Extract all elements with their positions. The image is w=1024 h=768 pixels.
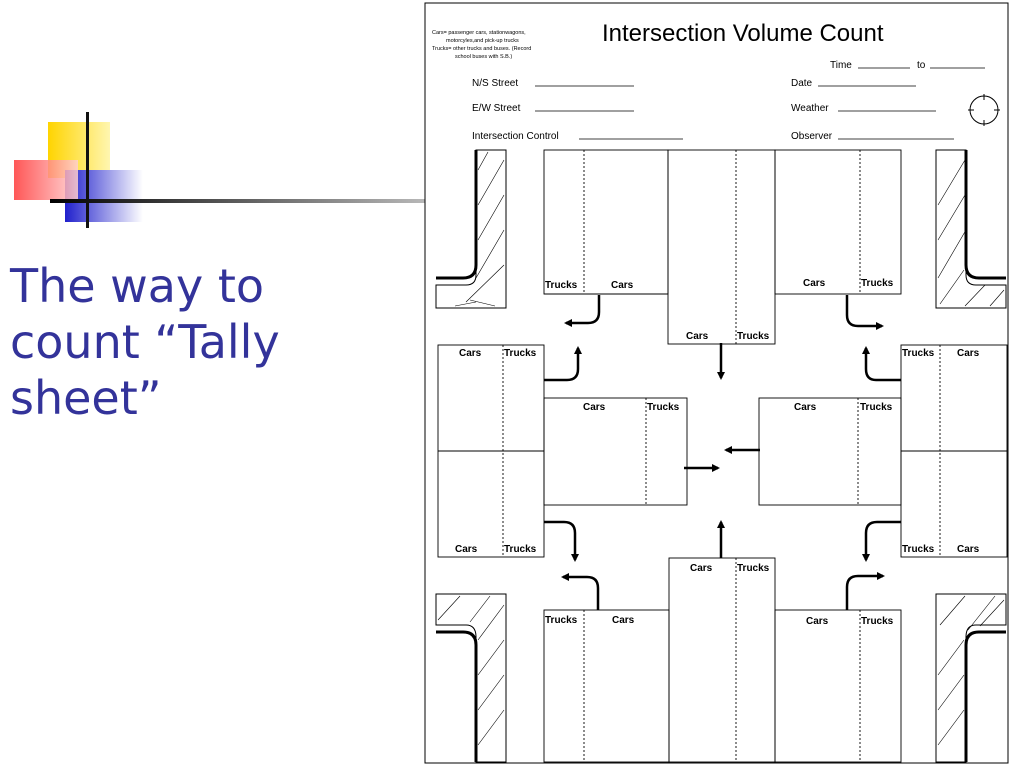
turn-arrow-icon xyxy=(544,346,582,382)
legend-note: Cars= passenger cars, stationwagons, mot… xyxy=(432,30,531,60)
curb-corner-sw xyxy=(435,593,507,763)
slide-decoration xyxy=(14,112,425,228)
cars-label: Cars xyxy=(612,615,635,626)
turn-arrow-icon xyxy=(862,346,901,382)
cars-label: Cars xyxy=(455,544,478,555)
trucks-label: Trucks xyxy=(647,402,680,413)
vertical-bar xyxy=(86,112,89,228)
turn-arrow-icon xyxy=(564,295,601,327)
cars-label: Cars xyxy=(686,331,709,342)
ns-street-label: N/S Street xyxy=(472,78,518,89)
sheet-border xyxy=(424,2,1009,764)
compass-icon xyxy=(968,94,1000,126)
turn-arrow-icon xyxy=(845,295,884,330)
legend-line: motorcyles,and pick-up trucks xyxy=(446,38,519,44)
form-title: Intersection Volume Count xyxy=(602,20,884,47)
weather-label: Weather xyxy=(791,103,829,114)
cars-label: Cars xyxy=(957,544,980,555)
slide-title: The way to count “Tally sheet” xyxy=(10,259,280,425)
legend-line: Cars= passenger cars, stationwagons, xyxy=(432,30,526,36)
curb-corner-nw xyxy=(435,149,507,309)
cars-label: Cars xyxy=(794,402,817,413)
date-label: Date xyxy=(791,78,813,89)
trucks-label: Trucks xyxy=(545,280,578,291)
to-label: to xyxy=(917,60,926,71)
cars-label: Cars xyxy=(459,348,482,359)
curb-corner-se xyxy=(935,593,1007,763)
cars-label: Cars xyxy=(690,563,713,574)
turn-arrow-icon xyxy=(845,572,885,610)
count-box-north-right[interactable] xyxy=(774,149,902,295)
legend-line: school buses with S.B.) xyxy=(455,54,512,60)
curb-corner-ne xyxy=(935,149,1007,309)
trucks-label: Trucks xyxy=(504,348,537,359)
trucks-label: Trucks xyxy=(737,331,770,342)
ew-street-label: E/W Street xyxy=(472,103,521,114)
control-label: Intersection Control xyxy=(472,131,559,142)
turn-arrow-icon xyxy=(544,520,579,562)
count-box-south-right[interactable] xyxy=(774,609,902,763)
turn-arrow-icon xyxy=(561,573,600,610)
trucks-label: Trucks xyxy=(504,544,537,555)
cars-label: Cars xyxy=(957,348,980,359)
cars-label: Cars xyxy=(583,402,606,413)
cars-label: Cars xyxy=(806,616,829,627)
trucks-label: Trucks xyxy=(902,544,935,555)
trucks-label: Trucks xyxy=(737,563,770,574)
trucks-label: Trucks xyxy=(861,616,894,627)
observer-label: Observer xyxy=(791,131,833,142)
turn-arrow-icon xyxy=(862,520,901,562)
time-label: Time xyxy=(830,60,852,71)
horizontal-rule xyxy=(50,199,425,203)
cars-label: Cars xyxy=(611,280,634,291)
red-square xyxy=(14,160,78,200)
trucks-label: Trucks xyxy=(545,615,578,626)
trucks-label: Trucks xyxy=(860,402,893,413)
cars-label: Cars xyxy=(803,278,826,289)
trucks-label: Trucks xyxy=(861,278,894,289)
legend-line: Trucks= other trucks and buses. (Record xyxy=(432,46,531,52)
trucks-label: Trucks xyxy=(902,348,935,359)
count-box-west-center[interactable] xyxy=(543,397,688,506)
